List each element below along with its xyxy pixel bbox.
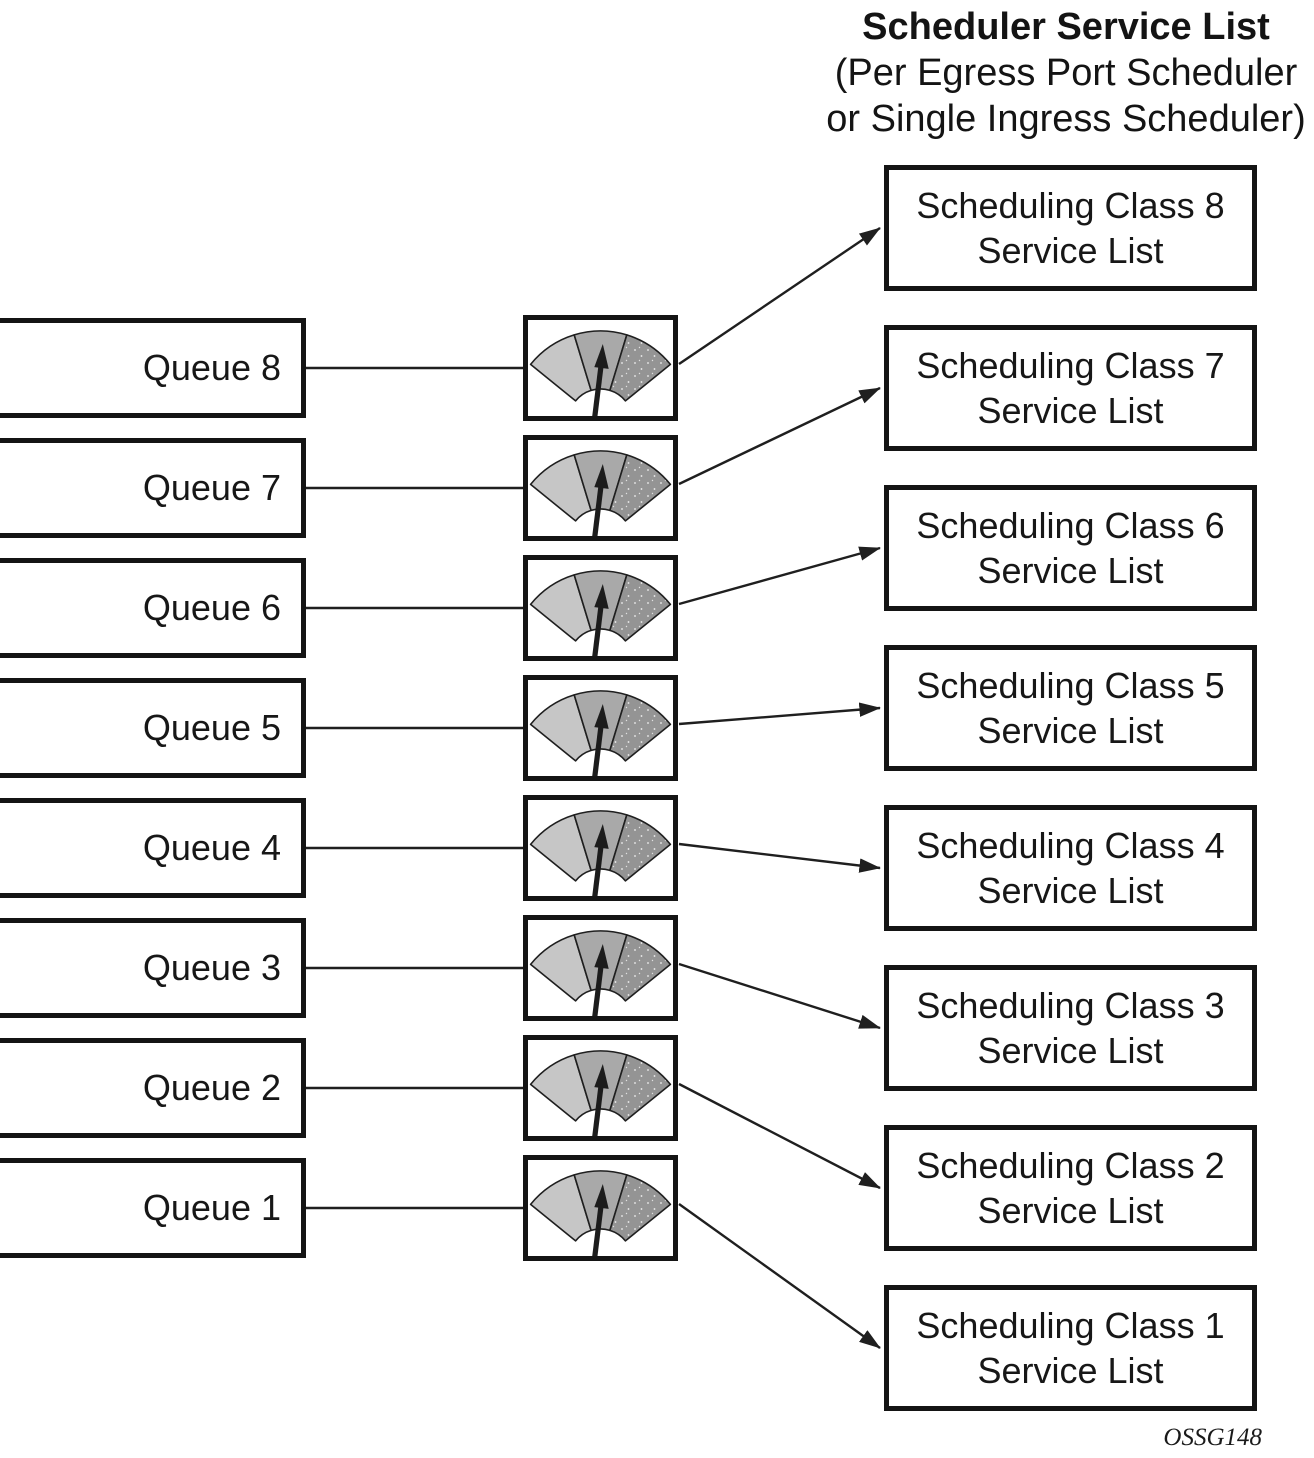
- scheduling-class-box: Scheduling Class 2 Service List: [884, 1125, 1257, 1251]
- gauge-needle: [592, 1085, 604, 1136]
- scheduling-class-subtitle: Service List: [977, 1350, 1164, 1391]
- scheduler-gauge-box: [523, 1155, 678, 1261]
- queue-box: Queue 1: [0, 1158, 306, 1258]
- dial-gauge-icon: [529, 570, 672, 656]
- title-line-3: or Single Ingress Scheduler): [826, 98, 1306, 140]
- scheduling-class-box: Scheduling Class 4 Service List: [884, 805, 1257, 931]
- queue-box: Queue 5: [0, 678, 306, 778]
- gauge-needle: [592, 365, 604, 416]
- scheduling-class-title: Scheduling Class 3: [916, 985, 1225, 1026]
- gauge-class-arrow: [678, 386, 881, 486]
- scheduler-gauge-box: [523, 795, 678, 901]
- scheduling-class-title: Scheduling Class 4: [916, 825, 1225, 866]
- scheduling-class-box: Scheduling Class 8 Service List: [884, 165, 1257, 291]
- gauge-needle: [592, 605, 604, 656]
- title-line-2: (Per Egress Port Scheduler: [834, 52, 1298, 94]
- queue-label: Queue 3: [142, 947, 281, 988]
- gauge-class-arrow: [678, 702, 881, 726]
- dial-gauge-icon: [529, 1050, 672, 1136]
- gauge-needle-tip: [594, 1064, 609, 1089]
- scheduling-class-title: Scheduling Class 7: [916, 345, 1225, 386]
- scheduling-class-title: Scheduling Class 1: [916, 1305, 1225, 1346]
- scheduling-class-title: Scheduling Class 8: [916, 185, 1225, 226]
- queue-label: Queue 1: [142, 1187, 281, 1228]
- dial-gauge-icon: [529, 450, 672, 536]
- gauge-needle: [592, 845, 604, 896]
- gauge-needle-tip: [594, 1184, 609, 1209]
- scheduling-class-subtitle: Service List: [977, 870, 1164, 911]
- gauge-needle-tip: [594, 344, 609, 369]
- figure-code-label: OSSG148: [1163, 1424, 1262, 1451]
- queue-label: Queue 4: [142, 827, 281, 868]
- gauge-needle: [592, 485, 604, 536]
- dial-gauge-icon: [529, 930, 672, 1016]
- queue-box: Queue 8: [0, 318, 306, 418]
- scheduling-class-box: Scheduling Class 7 Service List: [884, 325, 1257, 451]
- scheduling-class-subtitle: Service List: [977, 1030, 1164, 1071]
- scheduling-class-title: Scheduling Class 5: [916, 665, 1225, 706]
- scheduler-gauge-box: [523, 435, 678, 541]
- gauge-class-arrow: [678, 842, 881, 873]
- diagram-title: Scheduler Service List (Per Egress Port …: [820, 4, 1312, 142]
- gauge-needle-tip: [594, 704, 609, 729]
- dial-gauge-icon: [529, 1170, 672, 1256]
- gauge-class-arrow: [678, 1203, 881, 1349]
- queue-label: Queue 6: [142, 587, 281, 628]
- gauge-class-arrow: [678, 227, 881, 365]
- gauge-class-arrow: [678, 546, 881, 606]
- gauge-needle: [592, 725, 604, 776]
- queue-box: Queue 4: [0, 798, 306, 898]
- queue-label: Queue 8: [142, 347, 281, 388]
- scheduling-class-subtitle: Service List: [977, 1190, 1164, 1231]
- scheduling-class-subtitle: Service List: [977, 710, 1164, 751]
- scheduling-class-box: Scheduling Class 3 Service List: [884, 965, 1257, 1091]
- dial-gauge-icon: [529, 810, 672, 896]
- queue-box: Queue 2: [0, 1038, 306, 1138]
- queue-label: Queue 2: [142, 1067, 281, 1108]
- scheduling-class-subtitle: Service List: [977, 390, 1164, 431]
- dial-gauge-icon: [529, 330, 672, 416]
- queue-label: Queue 5: [142, 707, 281, 748]
- scheduling-class-box: Scheduling Class 1 Service List: [884, 1285, 1257, 1411]
- gauge-needle: [592, 965, 604, 1016]
- scheduling-class-subtitle: Service List: [977, 550, 1164, 591]
- queue-box: Queue 6: [0, 558, 306, 658]
- title-line-1: Scheduler Service List: [862, 6, 1270, 48]
- gauge-needle-tip: [594, 464, 609, 489]
- scheduler-gauge-box: [523, 315, 678, 421]
- scheduling-class-subtitle: Service List: [977, 230, 1164, 271]
- gauge-needle-tip: [594, 944, 609, 969]
- scheduler-gauge-box: [523, 915, 678, 1021]
- dial-gauge-icon: [529, 690, 672, 776]
- queue-box: Queue 3: [0, 918, 306, 1018]
- scheduler-gauge-box: [523, 1035, 678, 1141]
- scheduler-gauge-box: [523, 675, 678, 781]
- gauge-needle: [592, 1205, 604, 1256]
- gauge-class-arrow: [678, 1082, 881, 1190]
- gauge-needle-tip: [594, 584, 609, 609]
- scheduling-class-box: Scheduling Class 5 Service List: [884, 645, 1257, 771]
- scheduling-class-title: Scheduling Class 2: [916, 1145, 1225, 1186]
- scheduling-class-box: Scheduling Class 6 Service List: [884, 485, 1257, 611]
- gauge-class-arrow: [678, 962, 881, 1030]
- scheduler-gauge-box: [523, 555, 678, 661]
- queue-label: Queue 7: [142, 467, 281, 508]
- queue-box: Queue 7: [0, 438, 306, 538]
- gauge-needle-tip: [594, 824, 609, 849]
- scheduling-class-title: Scheduling Class 6: [916, 505, 1225, 546]
